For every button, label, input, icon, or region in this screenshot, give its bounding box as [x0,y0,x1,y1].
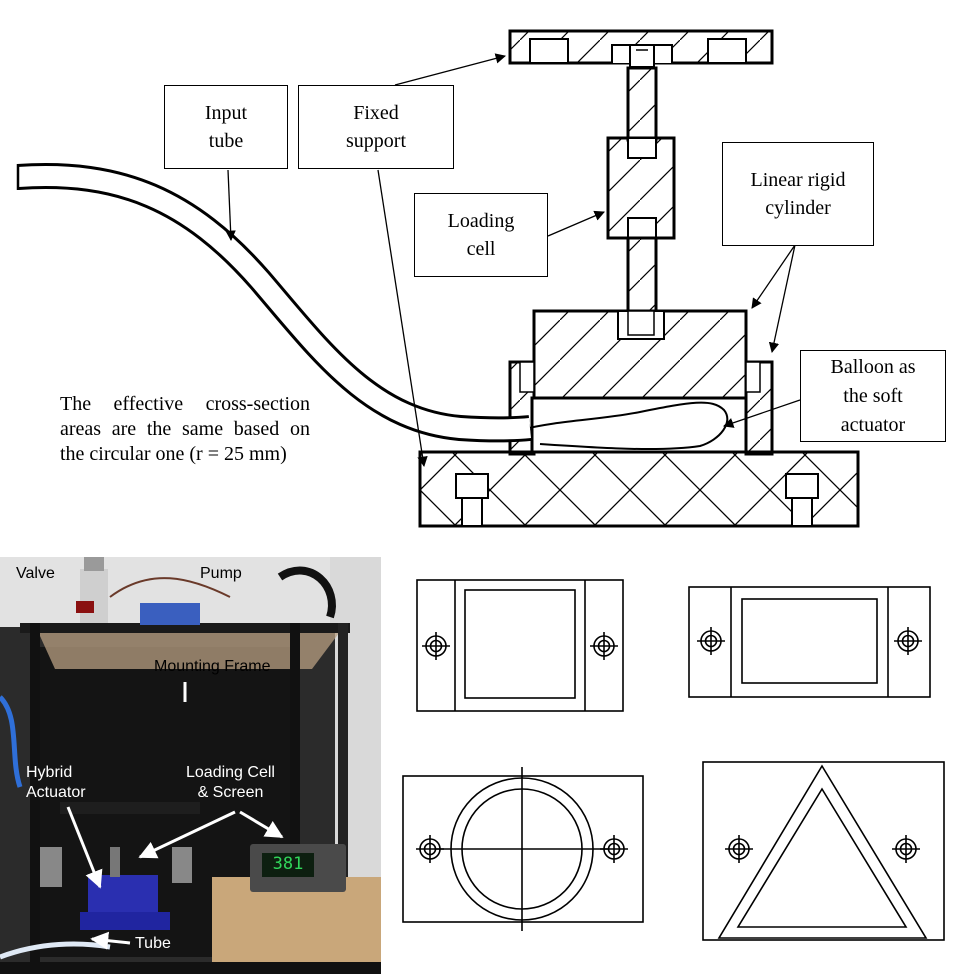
label-loading-cell: Loading cell [414,193,548,277]
photo-label-hybrid-actuator: Hybrid Actuator [26,764,86,801]
linear-rigid-cylinder [532,309,748,400]
variant-rectangle [688,586,931,698]
photo-label-loading-cell-screen: Loading Cell & Screen [186,764,275,801]
screen-reading: 381 [272,854,304,874]
photo-label-tube: Tube [135,935,171,952]
cross-section-note: The effective cross-section areas are th… [60,393,310,465]
label-input-tube: Input tube [164,85,288,169]
photo-label-valve: Valve [16,565,55,582]
balloon-membrane [519,401,729,451]
lower-shaft [626,236,658,316]
upper-shaft [626,66,658,142]
photo-label-pump: Pump [200,565,242,582]
leader-arrows [225,53,801,468]
variant-triangle [702,761,945,941]
variant-circle [402,767,644,931]
photo-label-mounting-frame: Mounting Frame [154,658,271,675]
photo-annotation-arrows [66,682,284,950]
fixed-support-top [508,29,774,68]
experimental-setup-photo: Valve Pump Mounting Frame Hybrid Actuato… [0,557,381,974]
base-plate [418,450,860,528]
cross-section-drawing [16,29,860,528]
label-linear-rigid-cylinder: Linear rigid cylinder [722,142,874,246]
variant-square [416,579,624,712]
label-balloon: Balloon as the soft actuator [800,350,946,442]
input-tube [16,163,532,443]
label-fixed-support: Fixed support [298,85,454,169]
balloon-chamber [530,396,748,454]
